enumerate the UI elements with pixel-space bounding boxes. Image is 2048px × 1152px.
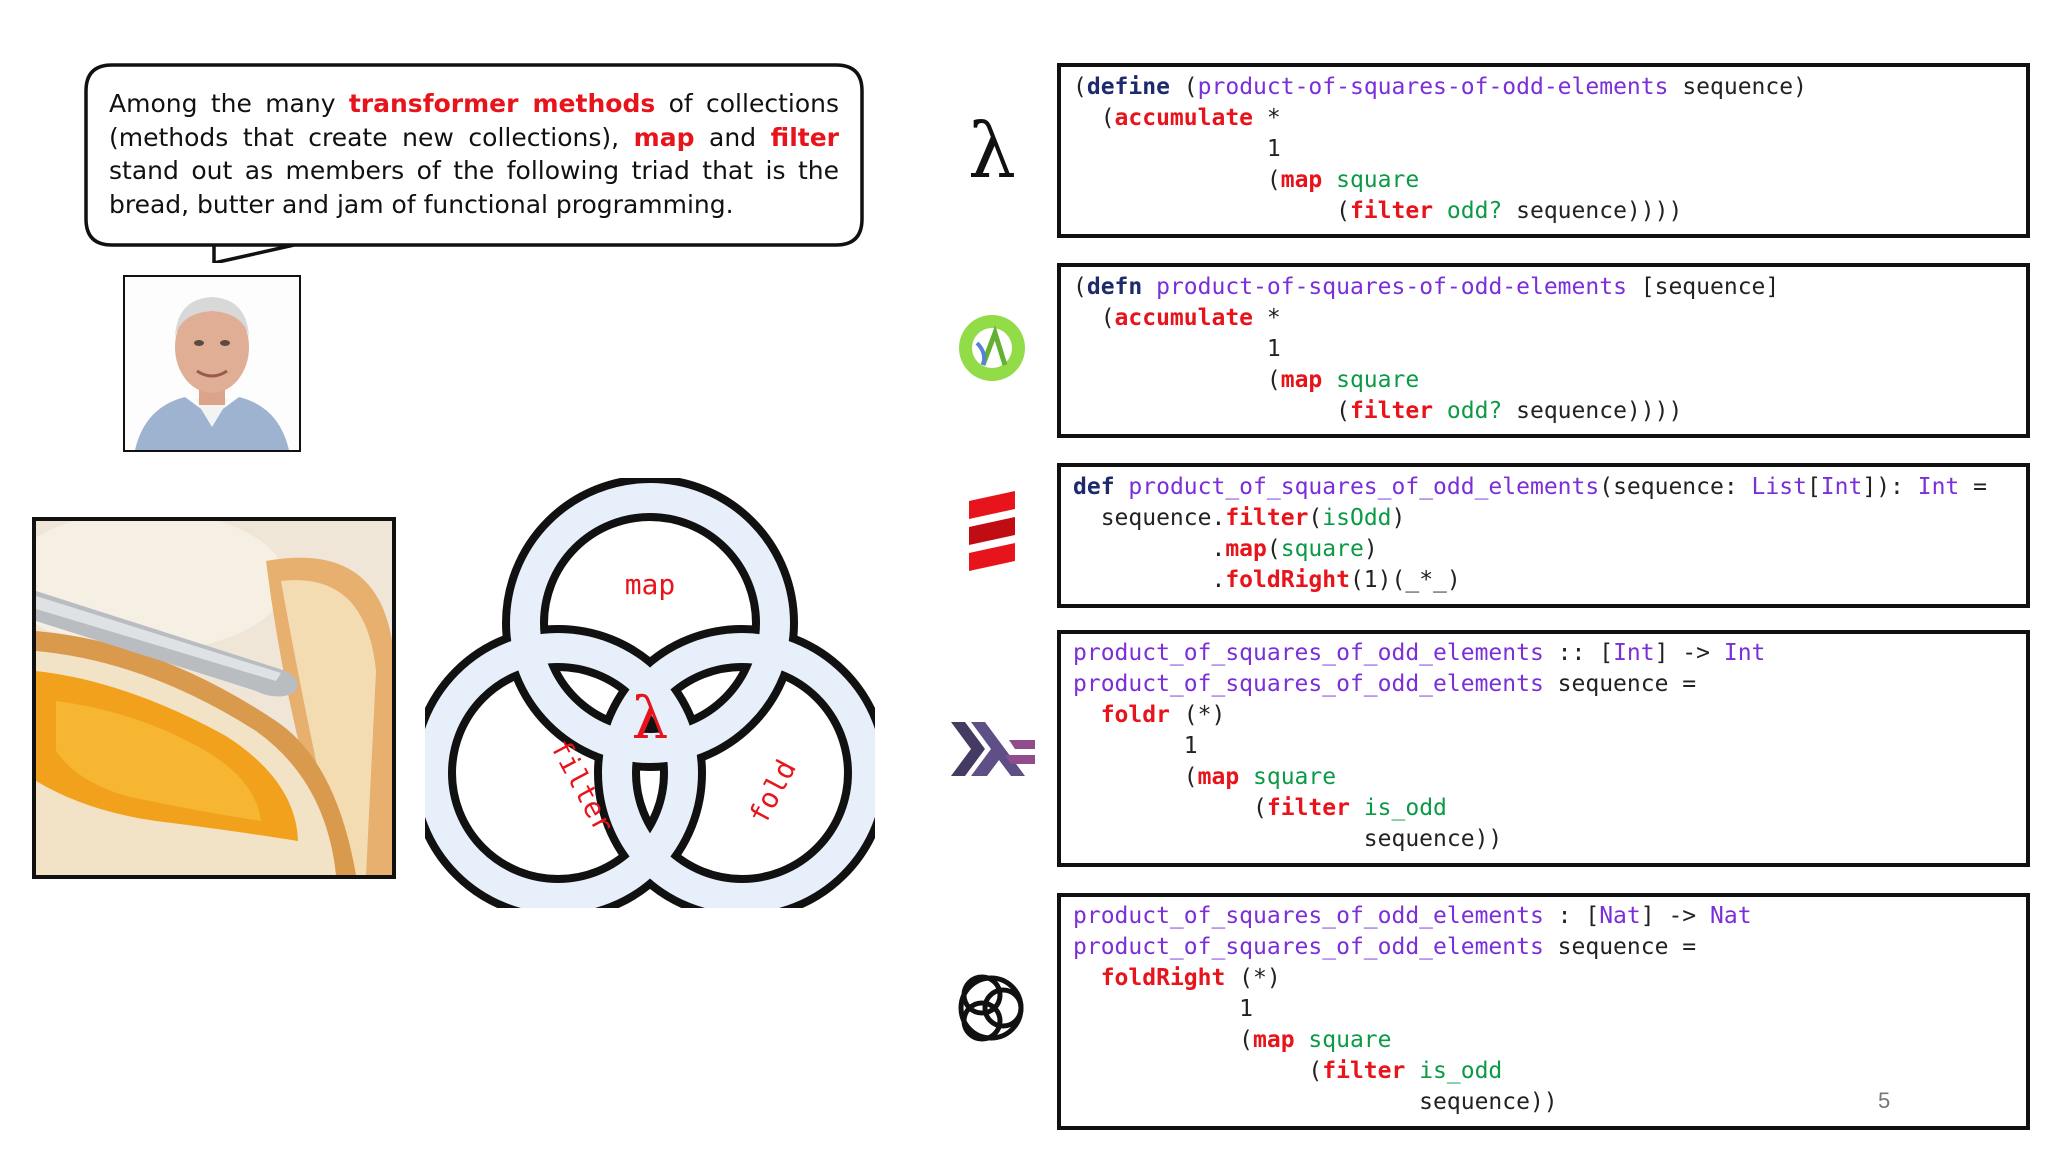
quote-text: Among the many transformer methods of co… bbox=[109, 89, 840, 219]
triad-fold-label: fold bbox=[742, 754, 803, 829]
svg-text:λ: λ bbox=[968, 106, 1016, 195]
highlight-map: map bbox=[633, 122, 695, 152]
scala-code: def product_of_squares_of_odd_elements(s… bbox=[1073, 474, 1987, 593]
triad-map-label: map bbox=[625, 568, 676, 601]
scheme-code: (define (product-of-squares-of-odd-eleme… bbox=[1073, 74, 1807, 224]
haskell-code-panel bbox=[1057, 630, 2030, 867]
clojure-icon bbox=[959, 315, 1025, 381]
speech-bubble bbox=[84, 63, 864, 263]
scheme-code-panel bbox=[1057, 63, 2030, 238]
unison-icon bbox=[958, 974, 1024, 1042]
highlight-filter: filter bbox=[770, 122, 840, 152]
scheme-lambda-icon: λ bbox=[968, 106, 1016, 195]
haskell-icon bbox=[951, 722, 1035, 776]
highlight-transformer-methods: transformer methods bbox=[348, 89, 656, 118]
scala-code-panel bbox=[1057, 463, 2030, 608]
scala-icon bbox=[969, 491, 1015, 571]
speaker-photo bbox=[123, 275, 301, 452]
triad-lambda-label: λ bbox=[632, 684, 669, 752]
unison-code-panel bbox=[1057, 893, 2030, 1130]
clojure-code-panel bbox=[1057, 263, 2030, 438]
unison-code: product_of_squares_of_odd_elements : [Na… bbox=[1073, 903, 1752, 1115]
clojure-code: (defn product-of-squares-of-odd-elements… bbox=[1073, 274, 1780, 424]
map-filter-fold-triad-knot: map filter fold λ bbox=[425, 478, 875, 908]
bread-butter-jam-image bbox=[32, 517, 396, 879]
haskell-code: product_of_squares_of_odd_elements :: [I… bbox=[1073, 640, 1766, 852]
page-number: 5 bbox=[1878, 1088, 1891, 1113]
